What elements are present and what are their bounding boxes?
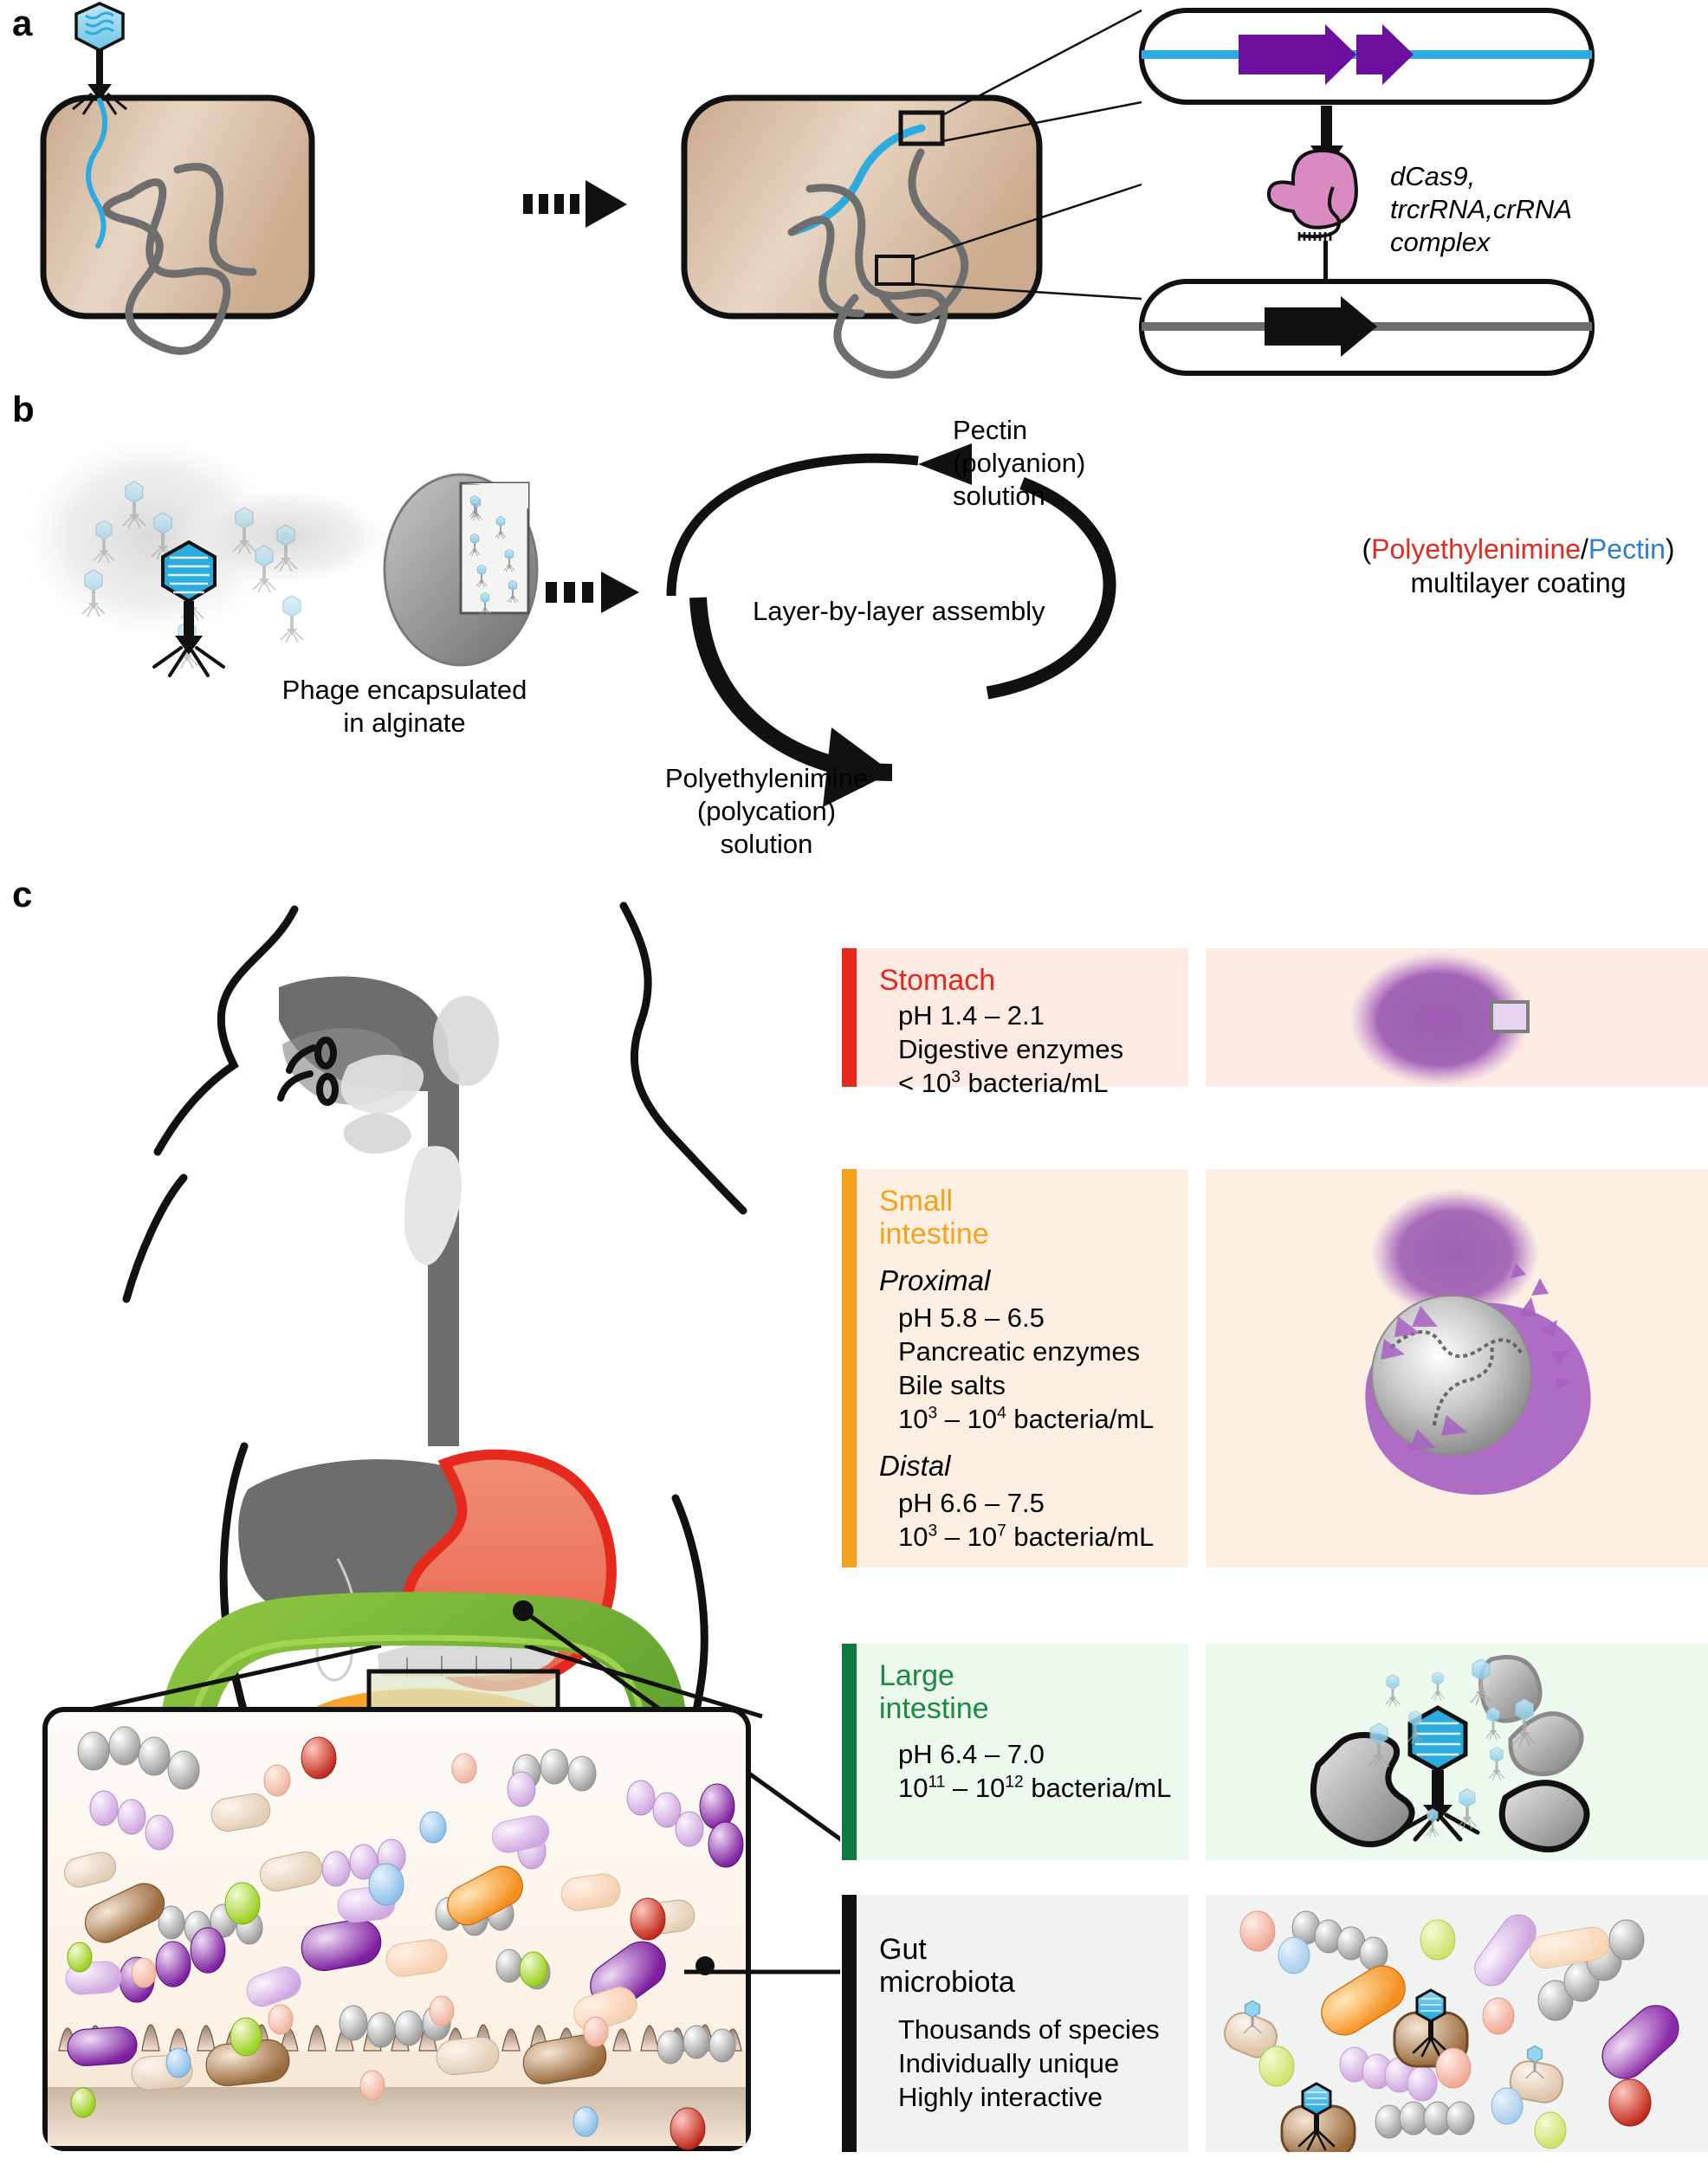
coating-subtitle: multilayer coating — [1410, 567, 1627, 599]
microbiota-inset-cone — [58, 1645, 763, 1719]
dcas9-complex-label: dCas9, trcrRNA,crRNA complex — [1390, 161, 1573, 257]
coating-slash: / — [1581, 533, 1588, 565]
bacterium-uninfected — [40, 94, 315, 355]
coating-pei-word: Polyethylenimine — [1371, 533, 1582, 565]
coated-particle-intact — [1370, 1188, 1540, 1320]
phage-icon-infecting — [72, 2, 127, 249]
accent-bar-large-intestine — [842, 1644, 857, 1860]
panel-letter-b: b — [12, 389, 35, 430]
coating-paren-open: ( — [1362, 533, 1372, 565]
gene-arrow-target — [1265, 296, 1377, 357]
pectin-solution-label: Pectin (polyanion) solution — [953, 415, 1086, 511]
dcas9-complex-icon — [1266, 148, 1358, 241]
small-intestine-distal-label: Distal — [879, 1450, 951, 1483]
accent-bar-small-intestine — [842, 1169, 857, 1567]
stomach-facts: pH 1.4 – 2.1 Digestive enzymes < 103 bac… — [898, 1000, 1124, 1099]
lbl-assembly-cycle — [666, 453, 1116, 700]
panel-letter-a: a — [12, 3, 33, 43]
info-box-gut-microbiota: Gut microbiota Thousands of species Indi… — [842, 1895, 1188, 2152]
gene-arrow-dcas9 — [1239, 24, 1356, 85]
infected-bacterium-3 — [1223, 2000, 1278, 2058]
multilayer-coating-title: (Polyethylenimine/Pectin) multilayer coa… — [1263, 533, 1708, 600]
large-intestine-facts: pH 6.4 – 7.0 1011 – 1012 bacteria/mL — [898, 1739, 1172, 1804]
phage-icon-hero — [152, 540, 225, 677]
coating-zoom-marker — [1490, 1000, 1530, 1033]
alginate-bead — [383, 473, 539, 667]
encapsulation-label: Phage encapsulated in alginate — [281, 675, 527, 738]
bacteria-field — [63, 1726, 744, 2150]
infected-bacterium-4 — [1509, 2045, 1564, 2104]
illustration-small-intestine — [1206, 1169, 1708, 1567]
phage-cloud — [9, 424, 398, 677]
info-box-small-intestine: Small intestine Proximal pH 5.8 – 6.5 Pa… — [842, 1169, 1188, 1567]
coating-pectin-word: Pectin — [1588, 533, 1666, 565]
illustration-stomach — [1206, 948, 1708, 1087]
panel-b-graphic — [9, 424, 1116, 807]
bead-to-cycle-arrow — [546, 572, 639, 613]
small-intestine-distal-facts: pH 6.6 – 7.5 103 – 107 bacteria/mL — [898, 1488, 1155, 1553]
callout-marker-top — [898, 110, 945, 146]
cycle-arrowhead-down — [823, 727, 892, 807]
bacterium-engineered — [681, 94, 1043, 379]
callout-leader-lines — [912, 9, 1142, 301]
info-box-stomach: Stomach pH 1.4 – 2.1 Digestive enzymes <… — [842, 948, 1188, 1098]
accent-bar-gut-microbiota — [842, 1895, 857, 2152]
panel-a-graphic — [40, 2, 1595, 379]
pei-solution-label: Polyethylenimine (polycation) solution — [664, 763, 869, 859]
accent-bar-stomach — [842, 948, 857, 1087]
illustration-large-intestine — [1206, 1644, 1708, 1860]
upper-gi-tract — [277, 976, 499, 1446]
small-intestine-proximal-facts: pH 5.8 – 6.5 Pancreatic enzymes Bile sal… — [898, 1302, 1155, 1435]
infected-bacterium-2 — [1280, 2082, 1356, 2152]
assembly-cycle-label: Layer-by-layer assembly — [753, 596, 1045, 626]
info-box-large-intestine: Large intestine pH 6.4 – 7.0 1011 – 1012… — [842, 1644, 1188, 1860]
stomach-title: Stomach — [879, 964, 996, 997]
gut-microbiota-title: Gut microbiota — [879, 1933, 1015, 2000]
illustration-gut-microbiota — [1206, 1895, 1708, 2152]
inset-operon — [1139, 8, 1595, 105]
gut-microbiota-inset — [42, 1707, 751, 2151]
coating-paren-close: ) — [1665, 533, 1675, 565]
microbiota-leader-line — [684, 1969, 840, 1974]
lysed-bacteria-debris — [1310, 1655, 1590, 1853]
cycle-arrowhead-up — [918, 443, 972, 485]
small-intestine-proximal-label: Proximal — [879, 1264, 991, 1297]
small-intestine-title: Small intestine — [879, 1185, 989, 1251]
pancreas — [378, 1638, 560, 1677]
coated-particle-eroding — [1365, 1263, 1591, 1496]
gut-microbiota-facts: Thousands of species Individually unique… — [898, 2014, 1160, 2113]
callout-marker-bottom — [875, 255, 915, 286]
inset-target-gene — [1139, 279, 1595, 376]
gene-arrow-sgrna — [1356, 24, 1414, 85]
panel-letter-c: c — [12, 874, 33, 914]
large-intestine-title: Large intestine — [879, 1659, 989, 1726]
transition-arrow-dotted — [523, 180, 627, 228]
